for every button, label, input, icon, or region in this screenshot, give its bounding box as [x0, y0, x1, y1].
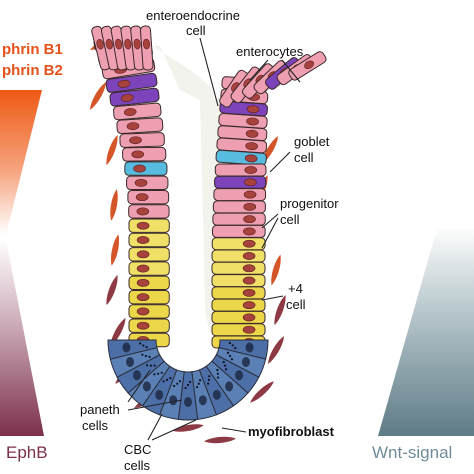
plus4-label-line1: +4: [288, 281, 303, 296]
myofibroblast-cell: [106, 134, 118, 166]
epithelial-cell: [124, 161, 168, 176]
myofibroblast-cell: [271, 254, 281, 286]
epithelial-cell: [116, 117, 164, 135]
enteroendocrine-label-line1: enteroendocrine: [146, 8, 240, 23]
epithelial-cell: [128, 275, 170, 291]
epithelial-cell: [217, 125, 268, 142]
epithelial-cell: [127, 189, 170, 205]
epithelial-cell: [211, 274, 266, 288]
pointer-progenitor-a: [261, 213, 279, 229]
epithelial-cell: [128, 304, 170, 319]
epithelial-cell: [128, 247, 170, 262]
epithelial-cell: [213, 188, 267, 202]
epithelial-cell: [128, 318, 170, 333]
epithelial-cell: [288, 51, 327, 81]
wnt-gradient-wedge: [378, 225, 474, 436]
myofibroblast-cell: [274, 294, 286, 326]
epithelial-cell: [216, 137, 268, 154]
epithelial-cell: [219, 100, 268, 117]
pointer-cbc-a: [147, 413, 163, 441]
epithelial-cell: [214, 175, 267, 189]
wnt-signal-label: Wnt-signal: [372, 443, 452, 462]
epithelial-cell: [211, 310, 266, 324]
epithelial-cell: [122, 146, 167, 162]
epithelial-cell: [212, 212, 266, 226]
paneth-cell: [198, 365, 235, 416]
myofibroblast-cell: [90, 82, 106, 110]
epithelial-cell: [211, 224, 266, 238]
epithelial-cell: [109, 87, 160, 107]
epithelial-cell: [126, 175, 169, 191]
epithelial-cell: [128, 232, 170, 248]
epithelial-cell: [139, 25, 154, 71]
epithelial-cell: [100, 25, 120, 71]
epithelial-cell: [211, 298, 266, 312]
pointer-paneth-b: [127, 399, 183, 411]
epithelial-cell: [211, 286, 266, 300]
cbc-label-line1: CBC: [124, 442, 151, 457]
epithelial-cell: [105, 72, 158, 93]
epithelial-cell: [113, 102, 162, 121]
epithelial-cell: [128, 204, 170, 219]
goblet-label-line1: goblet: [294, 134, 330, 149]
epithelial-cell: [211, 323, 266, 337]
ephb-gradient-wedge: [0, 240, 44, 436]
epithelial-cell: [211, 261, 266, 275]
epithelial-cell: [211, 237, 266, 251]
pointer-cbc-b: [151, 419, 197, 441]
enteroendocrine-label-line2: cell: [186, 23, 206, 38]
ephrin-gradient-wedge: [0, 90, 42, 235]
pointer-progenitor-b: [261, 217, 279, 249]
paneth-cell: [107, 339, 158, 360]
epithelial-cell: [212, 200, 266, 214]
crypt-epithelium: [91, 25, 327, 421]
myofibroblast-cell: [172, 424, 204, 432]
myofibroblast-label: myofibroblast: [248, 424, 335, 439]
goblet-label-line2: cell: [294, 150, 314, 165]
enterocytes-label: enterocytes: [236, 44, 304, 59]
pointer-plus4: [261, 295, 284, 301]
pointer-lines: [127, 37, 301, 441]
epithelial-cell: [119, 132, 165, 148]
pointer-paneth-a: [127, 369, 151, 403]
paneth-label-line2: cells: [82, 418, 109, 433]
myofibroblast-cell: [110, 234, 120, 266]
epithelial-cell: [128, 289, 170, 305]
paneth-label-line1: paneth: [80, 402, 120, 417]
pointer-enterocytes-b: [281, 59, 301, 83]
ephb-label: EphB: [6, 443, 48, 462]
epithelial-cell: [128, 218, 170, 233]
pointer-goblet: [269, 151, 291, 173]
myofibroblast-cell: [110, 189, 118, 221]
progenitor-label-line1: progenitor: [280, 196, 339, 211]
myofibroblast-cell: [110, 317, 126, 347]
ephrin-b1-label: phrin B1: [2, 41, 63, 58]
epithelial-cell: [211, 249, 266, 263]
cbc-label-line2: cells: [124, 458, 151, 473]
epithelial-cell: [215, 149, 267, 166]
epithelial-cell: [128, 261, 170, 276]
myofibroblast-cell: [250, 381, 274, 403]
pointer-enteroendocrine: [199, 37, 219, 107]
myofibroblast-cell: [268, 336, 284, 364]
myofibroblast-cell: [204, 436, 236, 444]
pointer-myofibroblast: [221, 427, 247, 433]
plus4-label-line2: cell: [286, 297, 306, 312]
epithelial-cell: [214, 163, 267, 177]
pointer-enterocytes-a: [249, 59, 269, 81]
crypt-lumen: [152, 46, 270, 340]
cbc-cell: [127, 360, 171, 407]
myofibroblast-cell: [106, 274, 118, 306]
progenitor-label-line2: cell: [280, 212, 300, 227]
ephrin-b2-label: phrin B2: [2, 62, 63, 79]
